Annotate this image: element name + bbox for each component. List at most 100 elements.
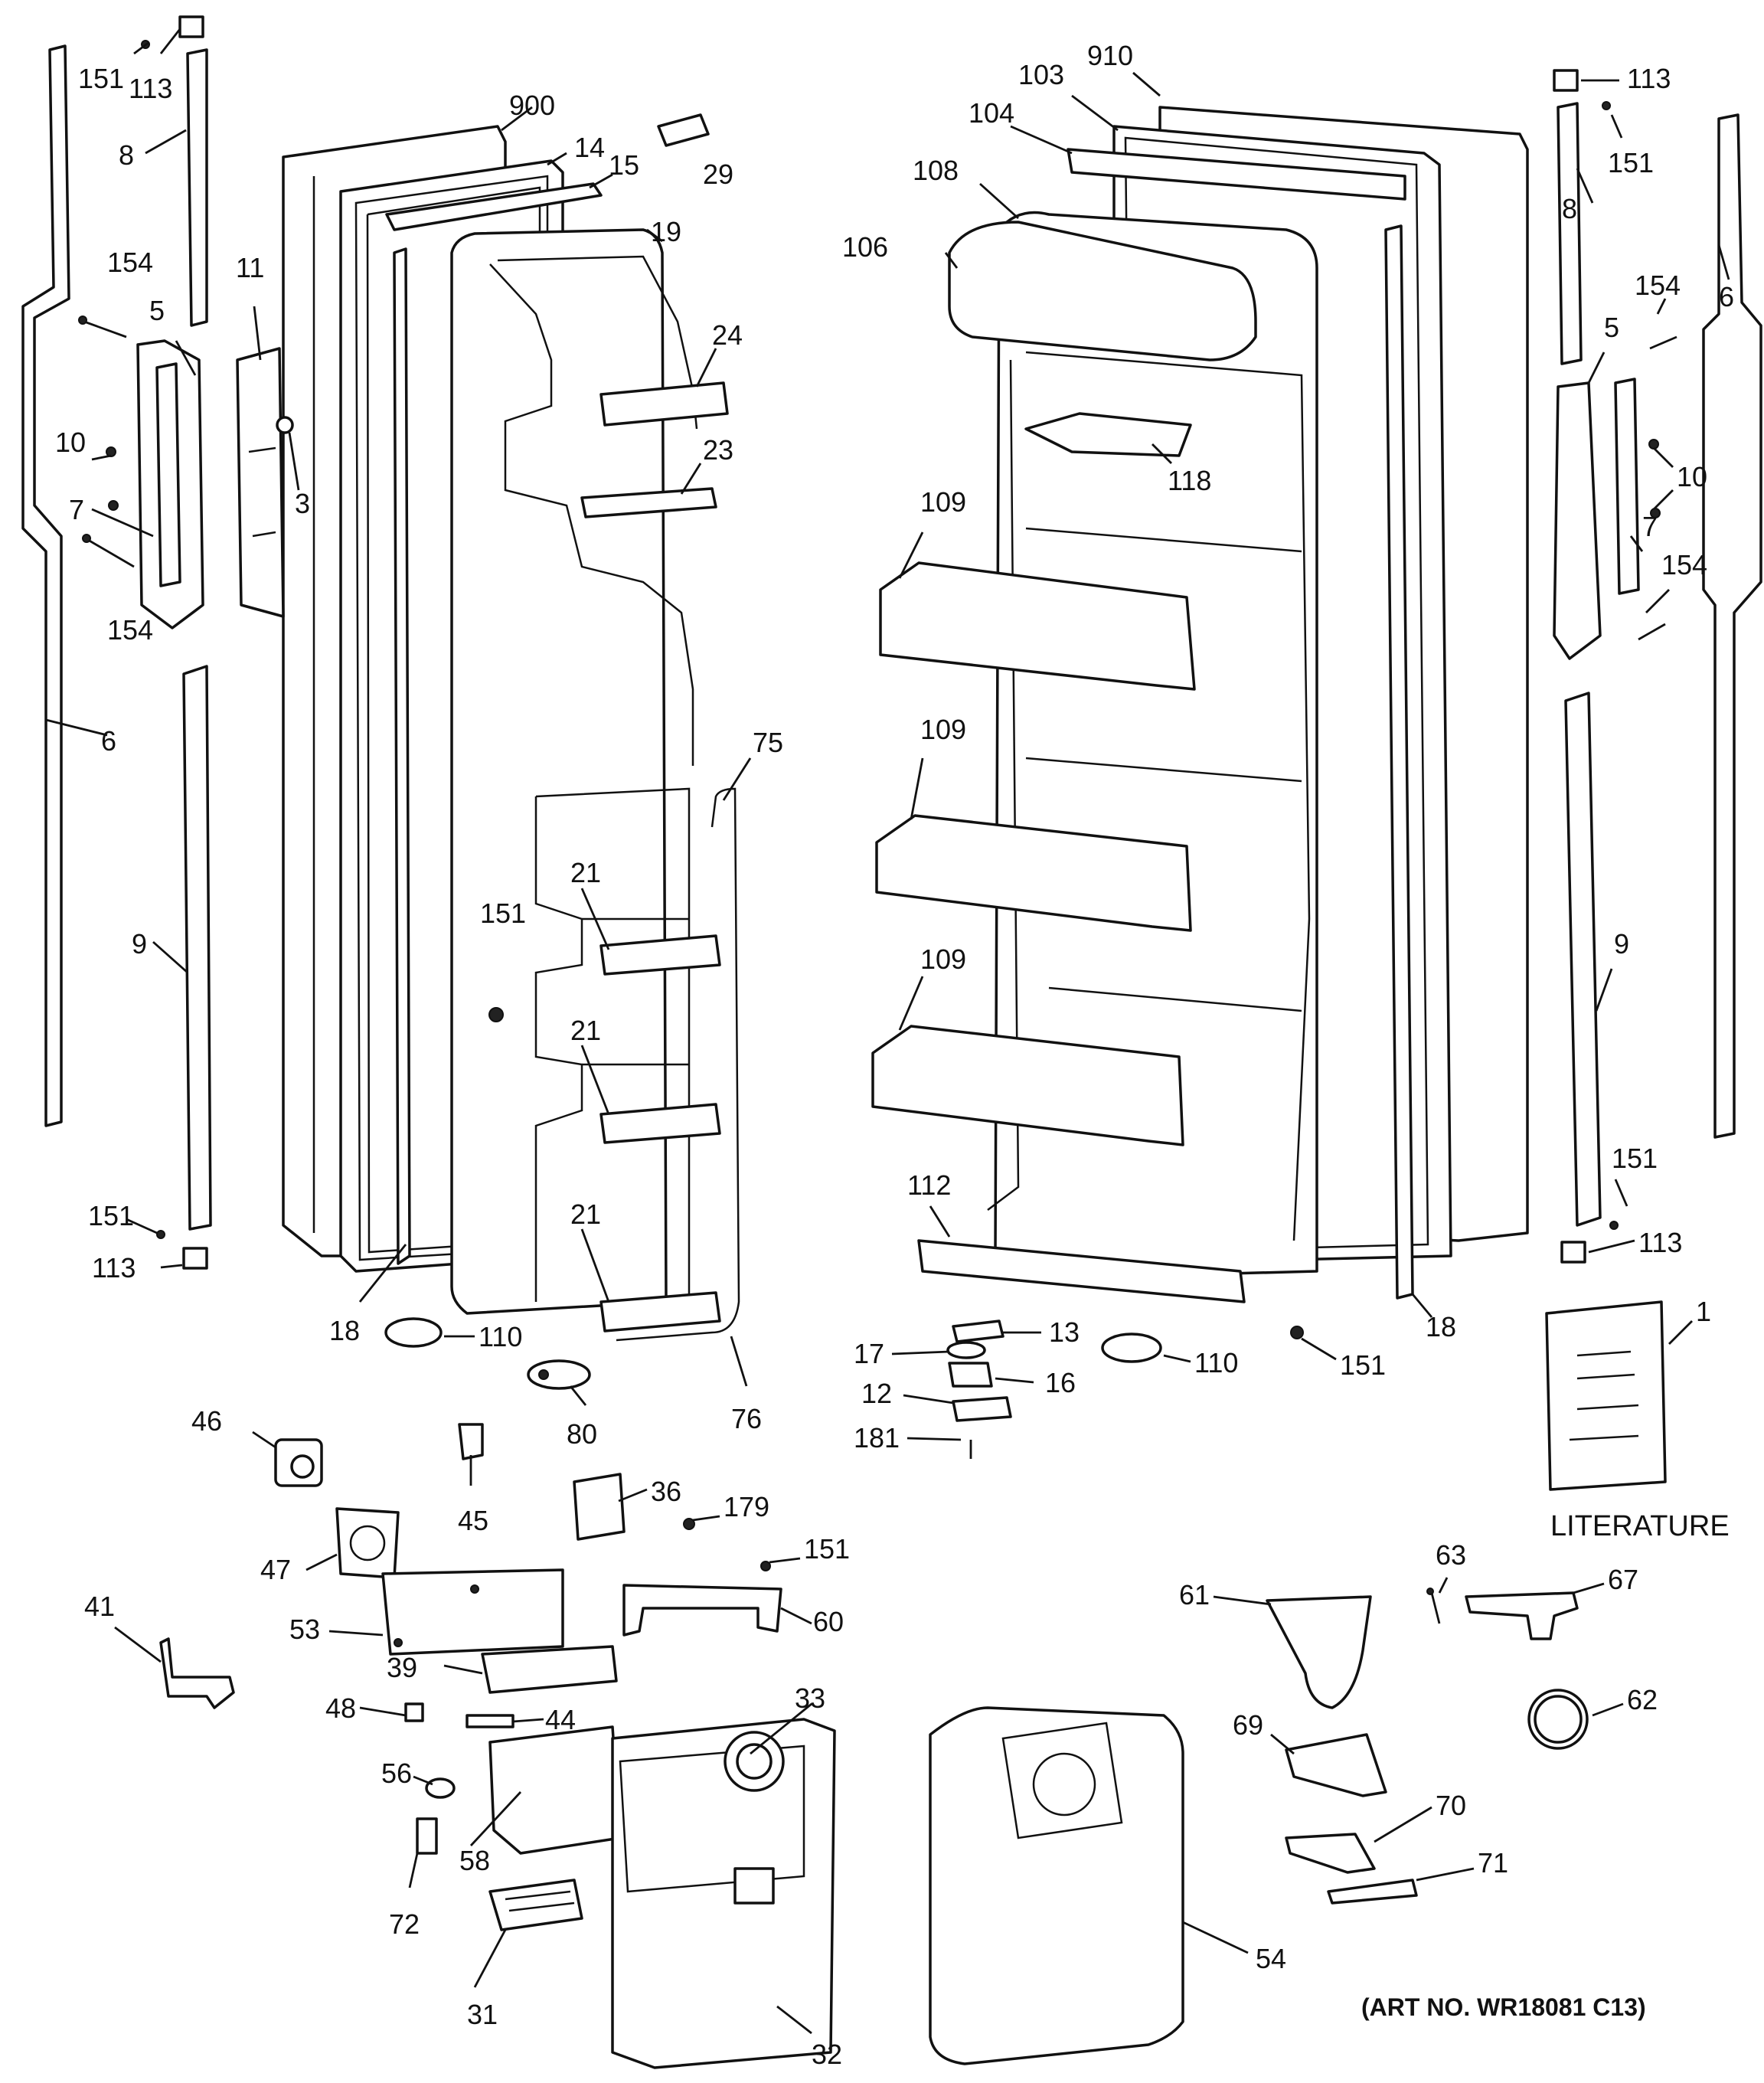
callout: 75 [753, 727, 783, 758]
callout: 19 [651, 216, 681, 247]
callout: 181 [854, 1422, 900, 1454]
dispenser-cover [929, 1706, 1184, 2065]
callout: 6 [1719, 281, 1734, 312]
callout: 67 [1608, 1564, 1638, 1595]
right-roller-cap [1101, 1333, 1162, 1363]
callout: 58 [459, 1845, 490, 1876]
door-cap [276, 416, 294, 434]
callout: 109 [920, 486, 966, 518]
literature-caption: LITERATURE [1550, 1510, 1730, 1542]
callout: 151 [1608, 147, 1654, 178]
callout: 46 [191, 1405, 222, 1437]
callout: 910 [1087, 40, 1133, 71]
callout: 31 [467, 1999, 498, 2030]
callout: 45 [458, 1505, 488, 1536]
callout: 10 [1677, 461, 1707, 492]
door-clip [657, 113, 710, 147]
callout: 53 [289, 1614, 320, 1645]
callout: 21 [570, 857, 601, 888]
callout: 47 [260, 1554, 291, 1585]
callout: 103 [1018, 59, 1064, 90]
callout: 6 [101, 725, 116, 757]
literature-booklet [1545, 1300, 1667, 1491]
callout: 5 [1604, 312, 1619, 343]
callout: 54 [1256, 1943, 1286, 1974]
callout: 18 [1426, 1311, 1456, 1342]
callout: 13 [1049, 1316, 1080, 1348]
art-number: (ART NO. WR18081 C13) [1361, 1993, 1646, 2021]
callout: 60 [813, 1606, 844, 1637]
callout: 17 [854, 1338, 884, 1369]
door-shelf-bins [871, 561, 1196, 1146]
callout: 113 [129, 73, 172, 104]
egg-tray [1024, 412, 1192, 457]
callout: 72 [389, 1908, 420, 1940]
breaker-strip-left [393, 247, 411, 1265]
callout: 113 [1638, 1227, 1682, 1258]
callout: 56 [381, 1758, 412, 1789]
callout: 32 [812, 2039, 842, 2070]
callout: 36 [651, 1476, 681, 1507]
callout: 151 [1340, 1349, 1386, 1381]
callout: 151 [480, 898, 526, 929]
fresh-food-top-trim [1067, 148, 1406, 201]
right-screw [1290, 1326, 1304, 1339]
right-handle-assembly [1553, 69, 1762, 1264]
callout: 48 [325, 1692, 356, 1724]
callout: 9 [1614, 928, 1629, 960]
dispenser-parts [159, 1423, 836, 2069]
callout: 71 [1478, 1847, 1508, 1879]
dairy-compartment-door [948, 221, 1257, 361]
callout: 154 [107, 614, 153, 646]
callout: 113 [92, 1252, 136, 1283]
callout: 23 [703, 434, 733, 466]
callout: 29 [703, 159, 733, 190]
callout: 104 [969, 97, 1014, 129]
callout: 11 [236, 252, 264, 283]
callout: 21 [570, 1198, 601, 1230]
callout: 80 [567, 1418, 597, 1450]
callout-leaders [45, 28, 1730, 2035]
callout: 70 [1436, 1790, 1466, 1821]
callout: 62 [1627, 1684, 1658, 1715]
callout: 109 [920, 714, 966, 745]
door-screw [488, 1007, 504, 1022]
callout: 14 [574, 132, 605, 163]
callout: 8 [119, 139, 134, 171]
left-handle-assembly [21, 15, 212, 1270]
water-tube [616, 787, 740, 1342]
callout-labels: 151 113 8 154 5 10 7 154 6 9 151 113 11 … [55, 40, 1734, 2070]
freezer-door-handle-bracket [236, 347, 285, 618]
callout: 61 [1179, 1579, 1210, 1610]
callout: 5 [149, 295, 165, 326]
callout: 112 [907, 1169, 951, 1201]
callout: 151 [78, 63, 124, 94]
callout: 44 [545, 1704, 576, 1735]
callout: 151 [1612, 1143, 1658, 1174]
callout: 154 [1635, 270, 1681, 301]
dispenser-valve [527, 1359, 591, 1390]
callout: 10 [55, 427, 86, 458]
callout: 113 [1627, 63, 1671, 94]
callout: 15 [609, 149, 639, 181]
callout: 41 [84, 1591, 115, 1622]
callout: 12 [861, 1378, 892, 1409]
callout: 7 [69, 494, 84, 525]
callout: 151 [804, 1533, 850, 1565]
freezer-top-trim [385, 182, 603, 231]
callout: 3 [295, 488, 310, 519]
callout: 900 [509, 90, 555, 121]
callout: 7 [1642, 511, 1658, 542]
callout: 69 [1233, 1709, 1263, 1741]
callout: 154 [107, 247, 153, 278]
callout: 9 [132, 928, 147, 960]
callout: 8 [1562, 193, 1577, 224]
callout: 110 [1194, 1347, 1238, 1378]
callout: 24 [712, 319, 743, 351]
ice-chute-parts [1266, 1588, 1589, 1905]
callout: 16 [1045, 1367, 1076, 1398]
hinge-assembly [946, 1319, 1012, 1459]
callout: 39 [387, 1652, 417, 1683]
